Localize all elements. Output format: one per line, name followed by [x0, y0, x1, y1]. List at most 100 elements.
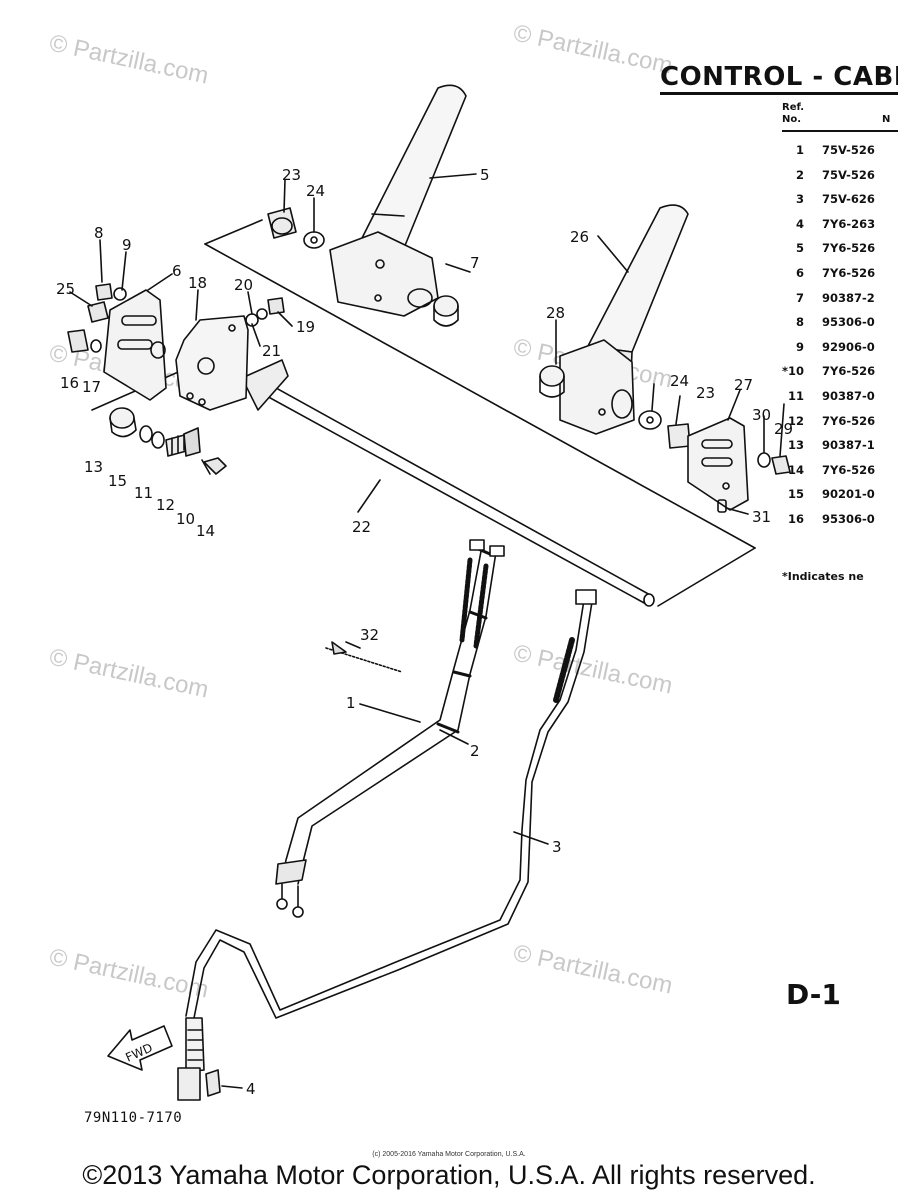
callout-8: 8 — [94, 224, 104, 242]
nut-16 — [67, 329, 89, 353]
ref-number: 4 — [795, 216, 804, 231]
part-number: 90201-0 — [822, 487, 875, 502]
nut-23-left — [267, 207, 297, 239]
part-number: 90387-0 — [822, 388, 875, 403]
callout-21: 21 — [262, 342, 281, 360]
callout-11: 11 — [134, 484, 153, 502]
bolt-19 — [267, 297, 285, 315]
callout-12: 12 — [156, 496, 175, 514]
table-header: Ref. No. N — [782, 102, 898, 126]
callout-26: 26 — [570, 228, 589, 246]
page-identifier: D-1 — [786, 978, 841, 1011]
table-row: 11 90387-0 — [782, 384, 898, 409]
table-row: *10 7Y6-526 — [782, 359, 898, 384]
callout-9: 9 — [122, 236, 132, 254]
callout-20: 20 — [234, 276, 253, 294]
small-copyright: (c) 2005-2016 Yamaha Motor Corporation, … — [372, 1151, 526, 1158]
nut-29 — [771, 455, 791, 475]
part-number: 7Y6-263 — [822, 216, 876, 231]
nut-8 — [95, 283, 113, 301]
ref-number: 16 — [787, 511, 804, 526]
callout-24: 24 — [306, 182, 325, 200]
part-number: 75V-526 — [822, 167, 875, 182]
callout-19: 19 — [296, 318, 315, 336]
callout-32: 32 — [360, 626, 379, 644]
washer-17 — [90, 339, 102, 353]
part-number: 7Y6-526 — [822, 241, 876, 256]
callout-29: 29 — [774, 420, 793, 438]
bushing-28 — [539, 365, 565, 398]
part-number: 7Y6-526 — [822, 364, 876, 379]
ref-number: *10 — [782, 364, 805, 379]
bushing-7 — [433, 295, 459, 327]
washer-15 — [139, 425, 153, 443]
cable-3 — [177, 589, 597, 1101]
callout-18: 18 — [188, 274, 207, 292]
ref-number: 12 — [787, 413, 804, 428]
callout-24: 24 — [670, 372, 689, 390]
ref-number: 2 — [795, 167, 804, 182]
callout-14: 14 — [196, 522, 215, 540]
ref-number: 11 — [787, 388, 804, 403]
part-number: 92906-0 — [822, 339, 875, 354]
callout-17: 17 — [82, 378, 101, 396]
control-lever-5 — [329, 84, 467, 317]
bushing-13 — [109, 407, 137, 438]
screw-14 — [201, 457, 227, 475]
washer-24-left — [303, 231, 325, 249]
table-row: 12 7Y6-526 — [782, 409, 898, 434]
table-row: 9 92906-0 — [782, 335, 898, 360]
page-title: CONTROL - CABI — [660, 62, 898, 92]
callout-5: 5 — [480, 166, 490, 184]
callout-3: 3 — [552, 838, 562, 856]
part-number: 7Y6-526 — [822, 413, 876, 428]
ref-number: 13 — [787, 438, 804, 453]
callout-27: 27 — [734, 376, 753, 394]
nut-23-right — [667, 423, 691, 449]
table-row: 4 7Y6-263 — [782, 212, 898, 237]
ring-11 — [151, 431, 165, 449]
callout-28: 28 — [546, 304, 565, 322]
callout-16: 16 — [60, 374, 79, 392]
callout-1: 1 — [346, 694, 356, 712]
clip-4 — [205, 1069, 221, 1097]
part-number: 7Y6-526 — [822, 265, 876, 280]
bracket-27 — [687, 417, 749, 511]
callout-15: 15 — [108, 472, 127, 490]
part-number: 75V-626 — [822, 192, 875, 207]
washer-30 — [757, 452, 771, 468]
ref-number: 9 — [795, 339, 804, 354]
frame-line — [204, 243, 756, 549]
cable-1-2 — [275, 539, 505, 918]
part-number: 7Y6-526 — [822, 462, 876, 477]
callout-23: 23 — [282, 166, 301, 184]
header-rule — [782, 130, 898, 132]
callout-4: 4 — [246, 1080, 256, 1098]
bolt-25 — [87, 301, 109, 323]
control-lever-26 — [559, 204, 689, 435]
callout-2: 2 — [470, 742, 480, 760]
header-number: N — [882, 114, 891, 125]
part-number: 95306-0 — [822, 315, 875, 330]
callout-13: 13 — [84, 458, 103, 476]
header-ref: Ref. No. — [782, 102, 805, 125]
table-row: 2 75V-526 — [782, 163, 898, 188]
shaft-22 — [241, 359, 655, 607]
table-row: 14 7Y6-526 — [782, 458, 898, 483]
ref-number: 3 — [795, 192, 804, 207]
part-number: 90387-2 — [822, 290, 875, 305]
frame-line — [204, 219, 263, 245]
cable-tie-32 — [325, 641, 403, 673]
detent-plate-18 — [175, 315, 249, 411]
washer-9 — [113, 287, 127, 301]
ref-number: 14 — [787, 462, 804, 477]
callout-6: 6 — [172, 262, 182, 280]
washer-24-right — [638, 410, 662, 430]
